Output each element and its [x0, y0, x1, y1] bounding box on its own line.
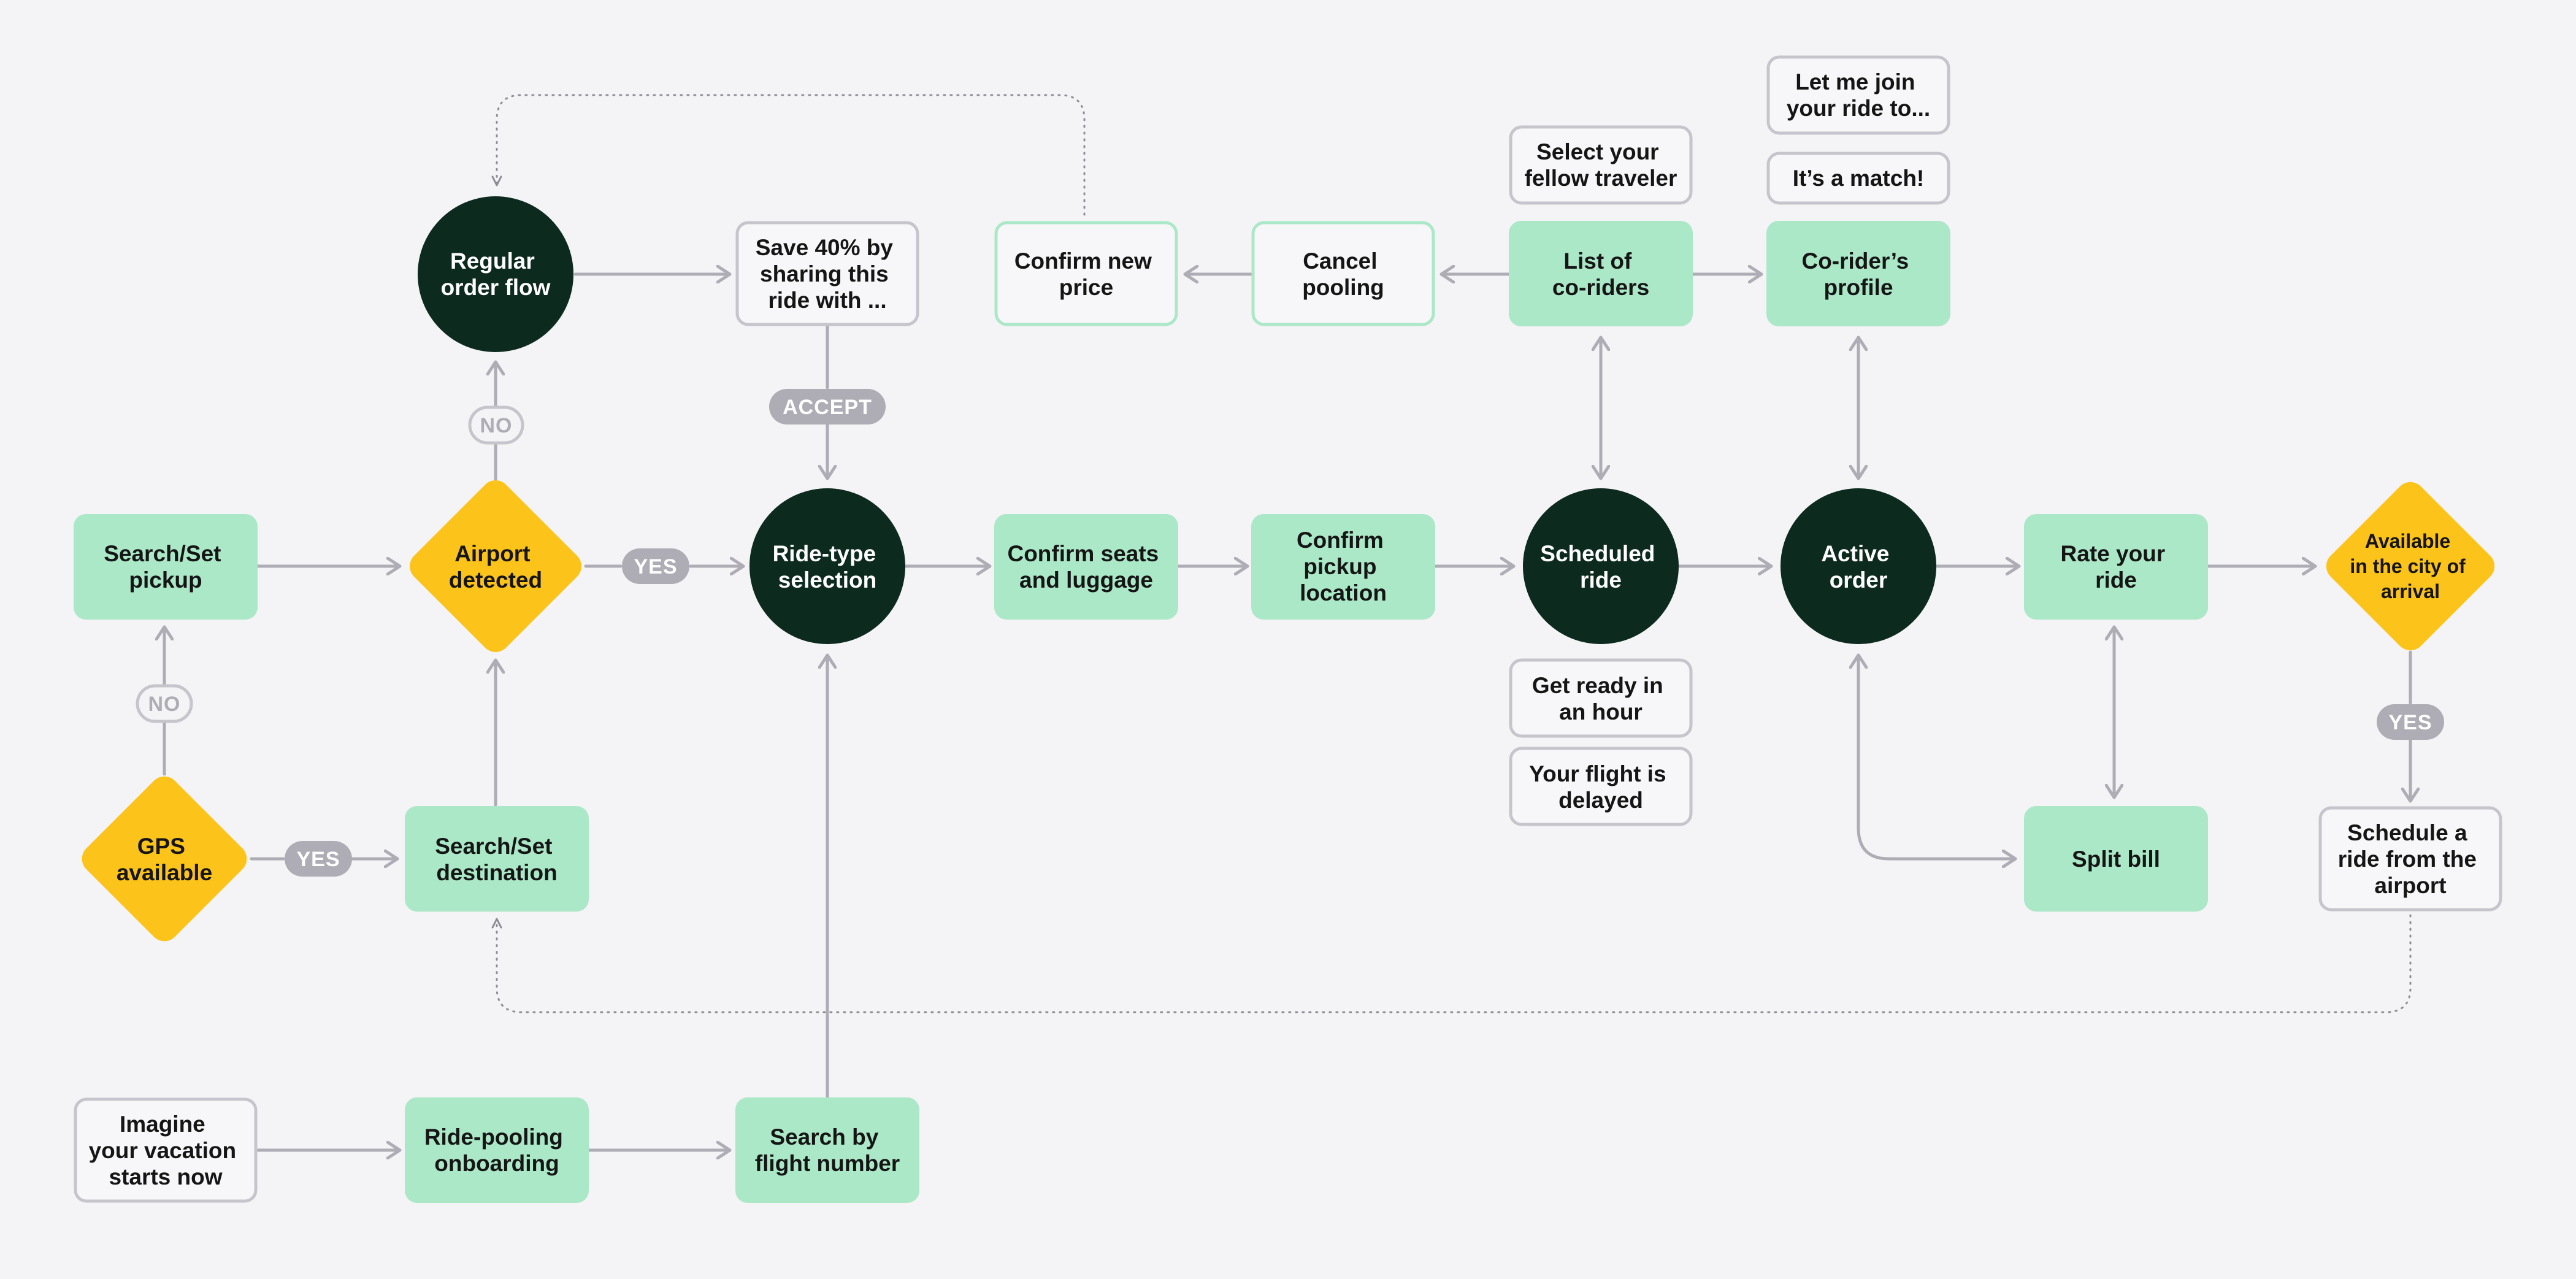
card-select-fellow-traveler: Select your fellow traveler — [1509, 125, 1693, 205]
node-scheduled-ride[interactable]: Scheduled ride — [1523, 488, 1679, 644]
node-label: GPS available — [117, 834, 212, 885]
node-label: Cancel pooling — [1302, 248, 1384, 300]
pill-accept: ACCEPT — [769, 389, 886, 424]
card-flight-delayed: Your flight is delayed — [1509, 747, 1693, 826]
node-available-city[interactable]: Available in the city of arrival — [2320, 476, 2501, 656]
node-confirm-new-price[interactable]: Confirm new price — [994, 221, 1178, 326]
pill-yes-airport: YES — [622, 548, 689, 584]
node-search-flight-number[interactable]: Search by flight number — [735, 1097, 919, 1203]
card-label: Your flight is delayed — [1529, 761, 1673, 813]
node-label: Search/Set destination — [435, 834, 559, 885]
node-active-order[interactable]: Active order — [1781, 488, 1936, 644]
node-rate-your-ride[interactable]: Rate your ride — [2024, 514, 2208, 620]
svg-text:ACCEPT: ACCEPT — [783, 396, 872, 419]
node-imagine-vacation[interactable]: Imagine your vacation starts now — [74, 1097, 258, 1203]
node-list-of-coriders[interactable]: List of co-riders — [1509, 221, 1693, 326]
card-label: It’s a match! — [1793, 166, 1925, 191]
pill-yes-city: YES — [2377, 704, 2444, 740]
node-label: Search by flight number — [755, 1124, 900, 1176]
node-corider-profile[interactable]: Co-rider’s profile — [1766, 221, 1950, 326]
node-label: Schedule a ride from the airport — [2338, 820, 2483, 898]
svg-text:YES: YES — [296, 848, 340, 871]
loop-confirm-price-to-regular — [491, 94, 1086, 216]
pill-no-gps: NO — [136, 684, 193, 723]
node-cancel-pooling[interactable]: Cancel pooling — [1251, 221, 1435, 326]
node-label: List of co-riders — [1552, 248, 1649, 300]
node-save-40-percent[interactable]: Save 40% by sharing this ride with ... — [735, 221, 919, 326]
node-label: Rate your ride — [2061, 541, 2172, 593]
node-label: Airport detected — [449, 541, 542, 593]
pill-no-regular: NO — [468, 405, 524, 445]
node-label: Regular order flow — [441, 248, 551, 300]
node-label: Available in the city of arrival — [2350, 530, 2471, 602]
node-confirm-pickup-location[interactable]: Confirm pickup location — [1251, 514, 1435, 620]
card-label: Select your fellow traveler — [1525, 139, 1677, 191]
node-label: Search/Set pickup — [104, 541, 228, 593]
node-label: Ride-type selection — [773, 541, 883, 593]
node-split-bill[interactable]: Split bill — [2024, 806, 2208, 912]
svg-text:YES: YES — [634, 555, 677, 578]
node-regular-order-flow[interactable]: Regular order flow — [418, 196, 573, 352]
node-airport-detected[interactable]: Airport detected — [404, 474, 588, 658]
pill-yes-gps: YES — [285, 841, 352, 877]
card-its-a-match: It’s a match! — [1766, 152, 1950, 205]
node-search-pickup[interactable]: Search/Set pickup — [74, 514, 258, 620]
svg-text:NO: NO — [148, 693, 181, 716]
connectors — [164, 274, 2410, 1150]
card-label: Let me join your ride to... — [1787, 69, 1930, 121]
card-get-ready: Get ready in an hour — [1509, 658, 1693, 738]
node-label: Save 40% by sharing this ride with ... — [756, 235, 900, 313]
node-label: Co-rider’s profile — [1801, 248, 1915, 300]
node-label: Ride-pooling onboarding — [424, 1124, 569, 1176]
node-gps-available[interactable]: GPS available — [76, 770, 253, 947]
card-label: Get ready in an hour — [1532, 673, 1669, 724]
node-label: Confirm new price — [1014, 248, 1158, 300]
node-confirm-seats[interactable]: Confirm seats and luggage — [994, 514, 1178, 620]
node-label: Active order — [1821, 541, 1895, 593]
edge-active-to-split — [1857, 653, 2017, 859]
svg-text:NO: NO — [480, 414, 513, 437]
node-label: Split bill — [2072, 847, 2160, 872]
node-ride-pooling-onboarding[interactable]: Ride-pooling onboarding — [405, 1097, 589, 1203]
node-label: Scheduled ride — [1540, 541, 1661, 593]
node-label: Confirm seats and luggage — [1007, 541, 1165, 593]
dotted-loops — [491, 94, 2412, 1013]
node-ride-type-selection[interactable]: Ride-type selection — [749, 488, 905, 644]
node-schedule-from-airport[interactable]: Schedule a ride from the airport — [2318, 806, 2502, 912]
node-label: Confirm pickup location — [1297, 528, 1390, 605]
node-label: Imagine your vacation starts now — [89, 1112, 243, 1189]
svg-text:YES: YES — [2388, 711, 2432, 734]
node-search-destination[interactable]: Search/Set destination — [405, 806, 589, 912]
loop-schedule-to-destination — [491, 914, 2412, 1013]
card-let-me-join: Let me join your ride to... — [1766, 55, 1950, 135]
